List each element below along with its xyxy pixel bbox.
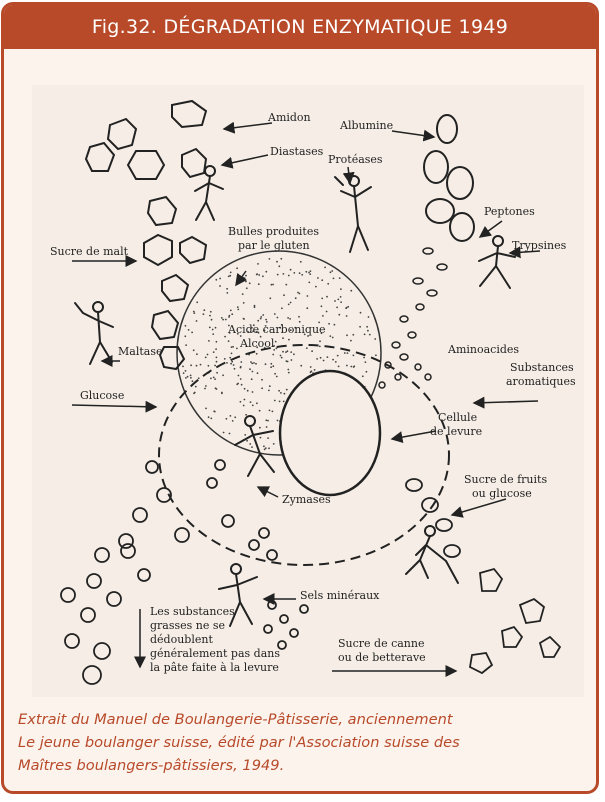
figure-title: Fig.32. DÉGRADATION ENZYMATIQUE 1949 — [92, 16, 508, 38]
label-sucre-de-malt: Sucre de malt — [50, 245, 129, 258]
label-acide-2: Alcool — [239, 337, 275, 350]
label-proteases: Protéases — [328, 153, 383, 166]
figure-header: Fig.32. DÉGRADATION ENZYMATIQUE 1949 — [4, 5, 596, 49]
caption-line: Le jeune boulanger suisse, édité par l'A… — [18, 731, 590, 754]
label-acide-1: Acide carbonique — [227, 323, 326, 336]
label-albumine: Albumine — [339, 119, 393, 132]
label-cellule-2: de levure — [430, 425, 482, 438]
label-sucre-canne-2: ou de betterave — [338, 651, 426, 664]
label-cellule-1: Cellule — [438, 411, 477, 424]
yeast-nucleus — [280, 371, 380, 495]
amino-particles — [379, 248, 447, 388]
label-amidon: Amidon — [267, 111, 311, 124]
figure-card: Fig.32. DÉGRADATION ENZYMATIQUE 1949 — [1, 2, 599, 794]
label-graisses-1: Les substances — [150, 605, 235, 618]
label-sels-mineraux: Sels minéraux — [300, 589, 380, 602]
label-sucre-fruits-1: Sucre de fruits — [464, 473, 547, 486]
starch-grains — [86, 101, 206, 369]
caption-line: Extrait du Manuel de Boulangerie-Pâtisse… — [18, 708, 590, 731]
label-bulles-2: par le gluten — [238, 239, 310, 252]
label-sucre-canne-1: Sucre de canne — [338, 637, 425, 650]
label-graisses-3: dédoublent — [150, 633, 213, 646]
label-trypsines: Trypsines — [512, 239, 567, 252]
label-peptones: Peptones — [484, 205, 535, 218]
label-substances-1: Substances — [510, 361, 574, 374]
sugar-particles — [406, 479, 560, 673]
figure-caption: Extrait du Manuel de Boulangerie-Pâtisse… — [18, 708, 590, 777]
caption-line: Maîtres boulangers-pâtissiers, 1949. — [18, 754, 590, 777]
label-zymases: Zymases — [282, 493, 331, 506]
label-graisses-2: grasses ne se — [150, 619, 225, 632]
label-graisses-4: généralement pas dans — [150, 647, 280, 660]
label-maltase: Maltase — [118, 345, 162, 358]
label-substances-2: aromatiques — [506, 375, 576, 388]
label-graisses-5: la pâte faite à la levure — [150, 661, 279, 674]
albumin-grains — [424, 115, 474, 241]
label-bulles-1: Bulles produites — [228, 225, 319, 238]
label-aminoacides: Aminoacides — [447, 343, 519, 356]
label-glucose: Glucose — [80, 389, 124, 402]
label-diastases: Diastases — [270, 145, 324, 158]
diagram-drawing: Amidon Diastases Albumine Protéases Pept… — [32, 85, 584, 697]
enzymatic-degradation-illustration: Amidon Diastases Albumine Protéases Pept… — [32, 85, 584, 697]
label-sucre-fruits-2: ou glucose — [472, 487, 532, 500]
